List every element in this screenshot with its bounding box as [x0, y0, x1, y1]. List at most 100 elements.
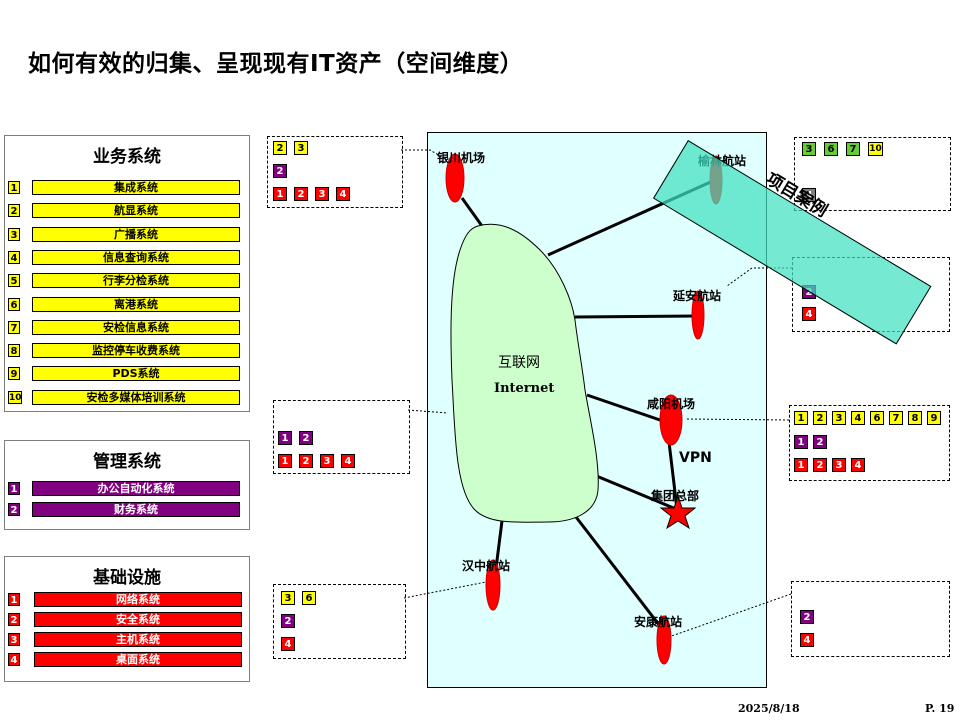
legend-business-num: 8	[8, 344, 20, 358]
station-marker-ankang	[656, 615, 672, 665]
asset-chip-xianyang-business: 1	[794, 411, 808, 425]
legend-business-label: PDS系统	[32, 366, 240, 382]
leader-xianyang	[685, 418, 790, 421]
asset-chip-west_mid-management: 1	[278, 431, 292, 445]
asset-chip-xianyang-management: 2	[813, 435, 827, 449]
legend-business-label: 安检多媒体培训系统	[32, 389, 240, 405]
station-label-yinchuan: 银川机场	[437, 151, 486, 165]
asset-chip-hanzhong-infrastructure: 4	[281, 637, 295, 651]
asset-chip-yinchuan-business: 2	[273, 141, 287, 155]
link-vpn	[667, 441, 679, 510]
leader-ankang	[665, 593, 792, 639]
asset-chip-yinchuan-infrastructure: 1	[273, 187, 287, 201]
legend-business-num: 9	[8, 367, 20, 381]
legend-infrastructure-num: 2	[8, 613, 20, 626]
station-label-xianyang: 咸阳机场	[647, 397, 696, 411]
legend-infrastructure-label: 桌面系统	[34, 652, 242, 667]
station-marker-xianyang	[659, 394, 683, 446]
link-hq	[593, 473, 677, 511]
legend-business-num: 1	[8, 181, 20, 194]
legend-infrastructure-label: 主机系统	[34, 632, 242, 647]
leader-west-mid	[407, 409, 449, 414]
asset-chip-yinchuan-management: 2	[273, 164, 287, 178]
asset-chip-xianyang-business: 6	[870, 411, 884, 425]
legend-business-label: 集成系统	[32, 180, 240, 195]
legend-infrastructure-heading: 基础设施	[93, 568, 161, 588]
legend-business-num: 3	[8, 227, 20, 241]
legend-business-label: 监控停车收费系统	[32, 343, 240, 359]
legend-business-label: 广播系统	[32, 226, 240, 242]
asset-box-yinchuan	[267, 136, 403, 208]
legend-management-heading: 管理系统	[93, 452, 161, 472]
asset-chip-yinchuan-business: 3	[294, 141, 308, 155]
leader-hanzhong	[403, 581, 487, 599]
station-label-hanzhong: 汉中航站	[462, 559, 511, 573]
asset-chip-yulin-infrastructure: 4	[802, 188, 816, 202]
asset-chip-xianyang-management: 1	[794, 435, 808, 449]
leader-yinchuan	[401, 149, 448, 161]
legend-business-num: 10	[8, 390, 22, 404]
station-label-hq: 集团总部	[651, 489, 700, 503]
asset-chip-ankang-infrastructure: 4	[800, 633, 814, 647]
legend-business-heading: 业务系统	[93, 147, 161, 167]
asset-chip-yinchuan-infrastructure: 3	[315, 187, 329, 201]
legend-management-item: 1 办公自动化系统	[8, 481, 248, 496]
asset-chip-ankang-management: 2	[800, 610, 814, 624]
vpn-label: VPN	[679, 450, 712, 466]
asset-chip-xianyang-business: 4	[851, 411, 865, 425]
legend-business-item: 9 PDS系统	[8, 366, 248, 382]
asset-chip-hanzhong-management: 2	[281, 614, 295, 628]
station-marker-yanan	[691, 290, 705, 340]
legend-business-item: 8 监控停车收费系统	[8, 343, 248, 359]
asset-chip-yulin-business: 3	[802, 142, 816, 156]
internet-cloud	[450, 223, 599, 523]
legend-business-item: 10 安检多媒体培训系统	[8, 389, 248, 405]
asset-chip-west_mid-infrastructure: 1	[278, 454, 292, 468]
legend-management-num: 2	[8, 503, 20, 516]
asset-chip-xianyang-infrastructure: 4	[851, 458, 865, 472]
legend-business-label: 航显系统	[32, 203, 240, 219]
legend-business-item: 1 集成系统	[8, 180, 248, 195]
asset-box-hanzhong	[273, 584, 406, 659]
asset-chip-west_mid-infrastructure: 3	[320, 454, 334, 468]
link-xianyang	[586, 393, 661, 422]
asset-chip-xianyang-business: 7	[889, 411, 903, 425]
asset-chip-xianyang-infrastructure: 3	[832, 458, 846, 472]
legend-management-num: 1	[8, 482, 20, 495]
station-label-yanan: 延安航站	[673, 289, 722, 303]
asset-chip-yinchuan-infrastructure: 4	[336, 187, 350, 201]
asset-chip-yanan-infrastructure: 4	[802, 307, 816, 321]
asset-box-ankang	[791, 581, 950, 657]
station-marker-yinchuan	[445, 153, 465, 203]
asset-chip-yulin-business: 10	[868, 142, 883, 156]
legend-business-item: 3 广播系统	[8, 226, 248, 242]
legend-business-num: 6	[8, 297, 20, 311]
asset-chip-yulin-business: 7	[846, 142, 860, 156]
legend-business-num: 4	[8, 250, 20, 264]
link-yanan	[574, 314, 698, 319]
asset-chip-xianyang-business: 2	[813, 411, 827, 425]
station-marker-hanzhong	[485, 559, 501, 611]
footer-page: P. 19	[925, 702, 955, 715]
legend-management-label: 办公自动化系统	[32, 481, 240, 496]
footer-date: 2025/8/18	[738, 702, 800, 715]
asset-chip-xianyang-business: 8	[908, 411, 922, 425]
asset-chip-hanzhong-business: 6	[302, 591, 316, 605]
link-yinchuan	[460, 197, 484, 227]
page-title: 如何有效的归集、呈现现有IT资产（空间维度）	[28, 51, 524, 77]
legend-business-label: 行李分检系统	[32, 273, 240, 289]
asset-chip-west_mid-infrastructure: 4	[341, 454, 355, 468]
station-label-ankang: 安康航站	[634, 615, 683, 629]
internet-label-en: Internet	[494, 381, 555, 396]
asset-chip-xianyang-business: 9	[927, 411, 941, 425]
